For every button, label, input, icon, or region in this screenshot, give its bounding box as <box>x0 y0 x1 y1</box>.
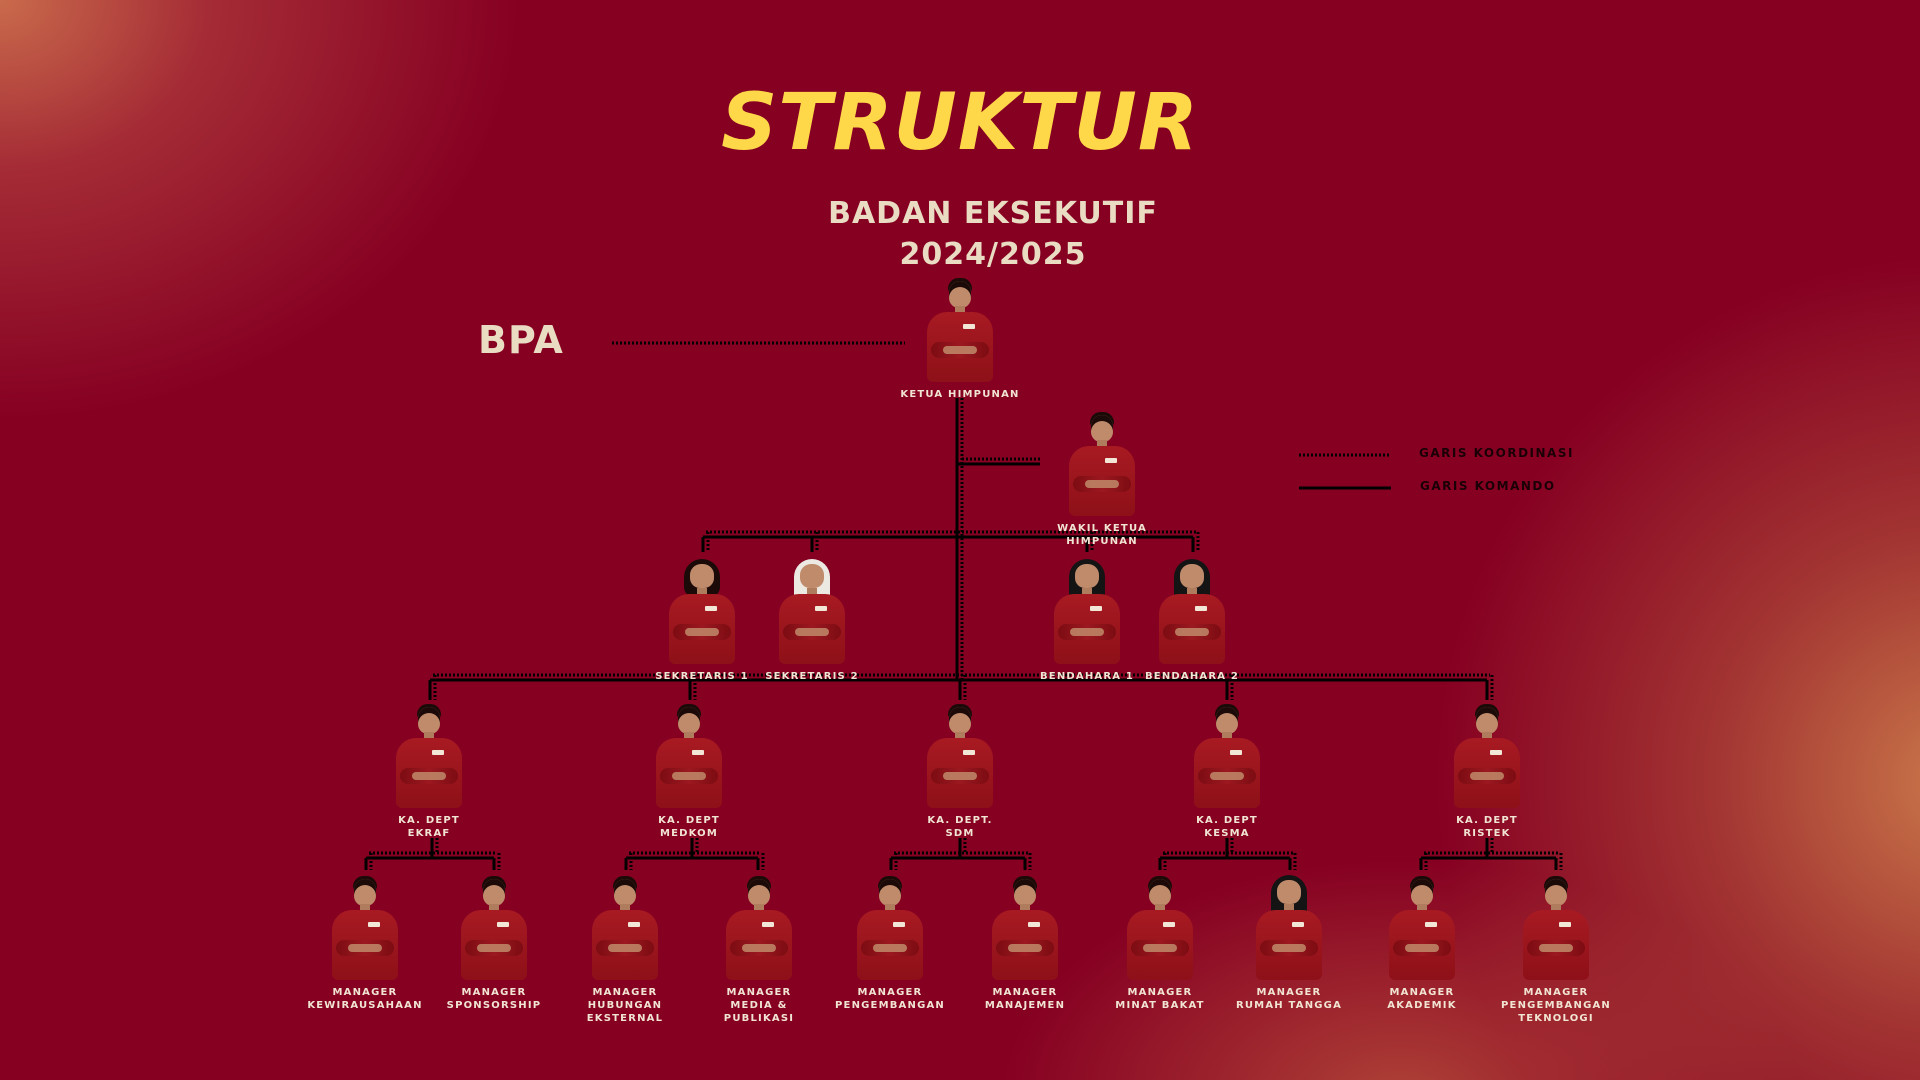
member-manager-kewirausahaan: MANAGER KEWIRAUSAHAAN <box>290 876 440 1012</box>
member-manager-sponsorship: MANAGER SPONSORSHIP <box>419 876 569 1012</box>
person-photo <box>1050 559 1124 664</box>
role-label: MANAGER AKADEMIK <box>1387 987 1457 1011</box>
member-manager-minat-bakat: MANAGER MINAT BAKAT <box>1085 876 1235 1012</box>
person-photo <box>853 876 927 980</box>
role-label: KA. DEPT. SDM <box>927 815 993 839</box>
role-label: MANAGER MEDIA & PUBLIKASI <box>723 987 795 1024</box>
role-label: SEKRETARIS 1 <box>655 671 749 682</box>
legend-command-label: GARIS KOMANDO <box>1420 479 1556 493</box>
member-manager-rumah-tangga: MANAGER RUMAH TANGGA <box>1214 875 1364 1012</box>
bpa-label: BPA <box>478 318 564 362</box>
person-photo <box>1123 876 1197 980</box>
member-bendahara-2: BENDAHARA 2 <box>1117 559 1267 683</box>
person-photo <box>1065 412 1139 516</box>
role-label: MANAGER MINAT BAKAT <box>1115 987 1205 1011</box>
member-ka-dept-medkom: KA. DEPT MEDKOM <box>614 704 764 840</box>
person-photo <box>652 704 726 808</box>
role-label: MANAGER SPONSORSHIP <box>446 987 542 1011</box>
member-wakil-ketua: WAKIL KETUA HIMPUNAN <box>1027 412 1177 548</box>
person-photo <box>328 876 402 980</box>
role-label: MANAGER HUBUNGAN EKSTERNAL <box>586 987 664 1024</box>
role-label: MANAGER PENGEMBANGAN TEKNOLOGI <box>1501 987 1611 1024</box>
legend-coordination-label: GARIS KOORDINASI <box>1419 446 1574 460</box>
person-photo <box>457 876 531 980</box>
person-photo <box>722 876 796 980</box>
role-label: KETUA HIMPUNAN <box>900 389 1020 400</box>
role-label: MANAGER MANAJEMEN <box>984 987 1066 1011</box>
person-photo <box>923 278 997 382</box>
page-title: STRUKTUR <box>721 78 1199 168</box>
person-photo <box>1155 559 1229 664</box>
role-label: KA. DEPT RISTEK <box>1456 815 1518 839</box>
person-photo <box>1252 875 1326 980</box>
member-ka-dept-sdm: KA. DEPT. SDM <box>885 704 1035 840</box>
role-label: KA. DEPT MEDKOM <box>658 815 720 839</box>
member-ka-dept-ekraf: KA. DEPT EKRAF <box>354 704 504 840</box>
role-label: KA. DEPT KESMA <box>1196 815 1258 839</box>
role-label: SEKRETARIS 2 <box>765 671 859 682</box>
person-photo <box>923 704 997 808</box>
person-photo <box>775 559 849 664</box>
role-label: BENDAHARA 1 <box>1039 671 1135 682</box>
subtitle-line-2: 2024/2025 <box>899 237 1087 272</box>
member-ka-dept-kesma: KA. DEPT KESMA <box>1152 704 1302 840</box>
role-label: BENDAHARA 2 <box>1144 671 1240 682</box>
role-label: KA. DEPT EKRAF <box>398 815 460 839</box>
role-label: MANAGER PENGEMBANGAN <box>835 987 945 1011</box>
person-photo <box>392 704 466 808</box>
person-photo <box>988 876 1062 980</box>
member-manager-hubungan-eksternal: MANAGER HUBUNGAN EKSTERNAL <box>550 876 700 1025</box>
person-photo <box>665 559 739 664</box>
member-manager-pengembangan-teknologi: MANAGER PENGEMBANGAN TEKNOLOGI <box>1481 876 1631 1025</box>
person-photo <box>1190 704 1264 808</box>
member-ka-dept-ristek: KA. DEPT RISTEK <box>1412 704 1562 840</box>
member-manager-manajemen: MANAGER MANAJEMEN <box>950 876 1100 1012</box>
person-photo <box>1519 876 1593 980</box>
subtitle-line-1: BADAN EKSEKUTIF <box>828 196 1158 231</box>
person-photo <box>1450 704 1524 808</box>
member-manager-pengembangan: MANAGER PENGEMBANGAN <box>815 876 965 1012</box>
member-manager-akademik: MANAGER AKADEMIK <box>1347 876 1497 1012</box>
member-sekretaris-1: SEKRETARIS 1 <box>627 559 777 683</box>
member-ketua-himpunan: KETUA HIMPUNAN <box>885 278 1035 401</box>
role-label: MANAGER RUMAH TANGGA <box>1235 987 1343 1011</box>
role-label: MANAGER KEWIRAUSAHAAN <box>307 987 423 1011</box>
member-manager-media-publikasi: MANAGER MEDIA & PUBLIKASI <box>684 876 834 1025</box>
member-sekretaris-2: SEKRETARIS 2 <box>737 559 887 683</box>
person-photo <box>1385 876 1459 980</box>
role-label: WAKIL KETUA HIMPUNAN <box>1057 523 1147 547</box>
person-photo <box>588 876 662 980</box>
member-bendahara-1: BENDAHARA 1 <box>1012 559 1162 683</box>
